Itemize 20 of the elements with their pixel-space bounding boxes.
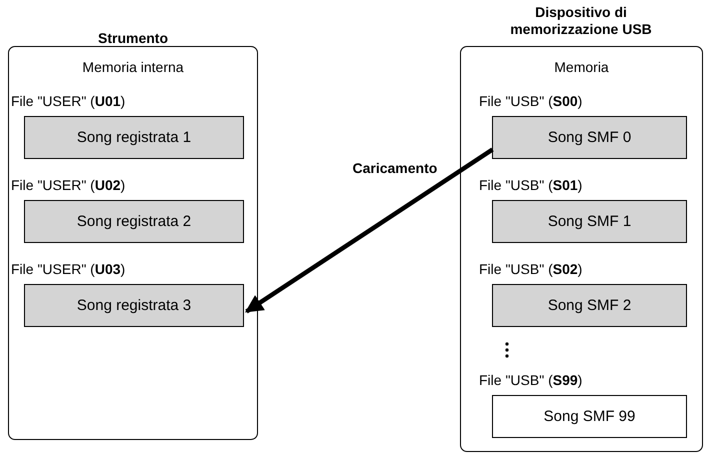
file-label: File "USB" (S01)	[479, 177, 582, 193]
song-box: Song registrata 3	[24, 284, 244, 327]
file-label: File "USER" (U01)	[11, 93, 126, 109]
song-box: Song SMF 0	[492, 116, 687, 159]
file-label: File "USER" (U02)	[11, 177, 126, 193]
panel-title: Dispositivo di memorizzazione USB	[509, 4, 653, 38]
file-label: File "USER" (U03)	[11, 261, 126, 277]
file-label: File "USB" (S99)	[479, 372, 582, 388]
edge-label: Caricamento	[352, 160, 438, 176]
section-heading: Memoria	[554, 59, 609, 75]
arrow	[245, 148, 494, 314]
song-box: Song registrata 1	[24, 116, 244, 159]
song-box: Song registrata 2	[24, 200, 244, 243]
panel-title: Strumento	[97, 30, 169, 47]
section-heading: Memoria interna	[82, 59, 184, 75]
song-box: Song SMF 1	[492, 200, 687, 243]
file-label: File "USB" (S02)	[479, 261, 582, 277]
song-box: Song SMF 99	[492, 395, 687, 438]
file-label: File "USB" (S00)	[479, 93, 582, 109]
song-box: Song SMF 2	[492, 284, 687, 327]
